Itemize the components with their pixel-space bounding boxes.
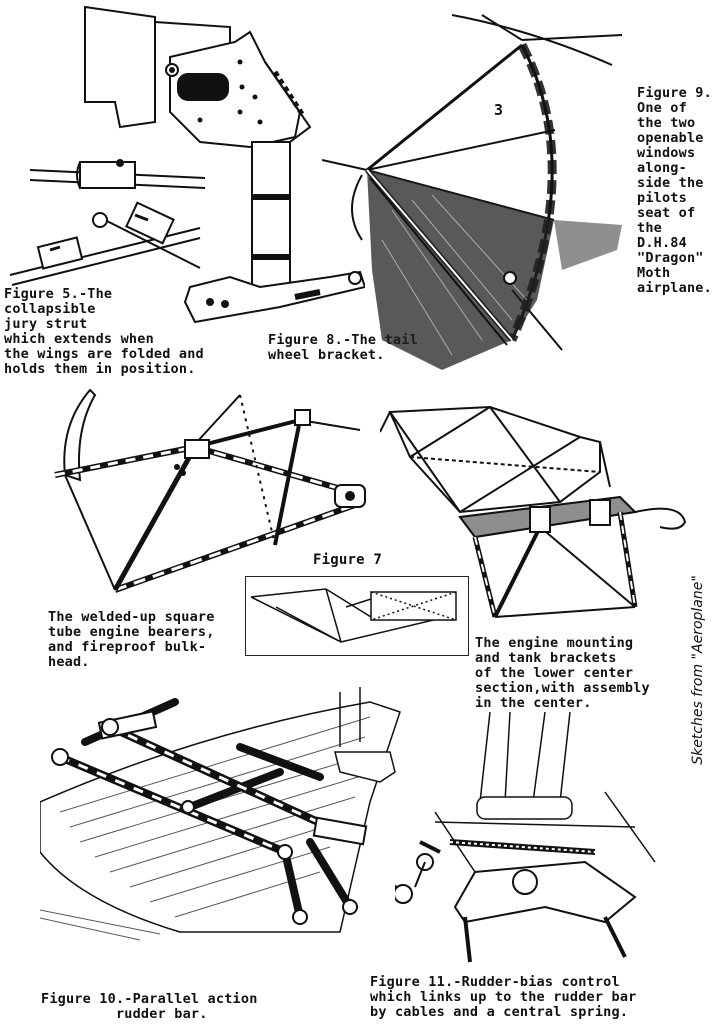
credit-side-text: Sketches from "Aeroplane" bbox=[678, 540, 718, 800]
figure-5-caption: Figure 5.-The collapsible jury strut whi… bbox=[4, 286, 204, 377]
figure-7-engine-mounting-sketch bbox=[380, 402, 690, 627]
figure-7-inset-sketch bbox=[250, 588, 457, 643]
figure-8-tail-wheel-bracket-sketch bbox=[80, 2, 365, 330]
figure-7-right-caption: The engine mounting and tank brackets of… bbox=[475, 635, 650, 711]
figure-9-caption: Figure 9. One of the two openable window… bbox=[637, 85, 712, 296]
figure-7-title: Figure 7 bbox=[313, 552, 383, 568]
figure-7-left-caption: The welded-up square tube engine bearers… bbox=[48, 609, 215, 670]
figure-9-window-number: 3 bbox=[494, 101, 503, 119]
figure-7-engine-bearers-sketch bbox=[45, 385, 380, 600]
figure-9-window-sketch: 3 bbox=[322, 10, 630, 370]
figure-11-caption: Figure 11.-Rudder-bias control which lin… bbox=[370, 974, 637, 1020]
figure-5-jury-strut-sketch bbox=[0, 150, 215, 290]
figure-7-inset-frame bbox=[245, 576, 469, 656]
figure-11-rudder-bias-sketch bbox=[395, 712, 675, 972]
figure-10-caption: Figure 10.-Parallel action rudder bar. bbox=[41, 991, 258, 1022]
credit-text: Sketches from "Aeroplane" bbox=[690, 575, 706, 765]
figure-10-rudder-bar-sketch bbox=[40, 672, 440, 942]
